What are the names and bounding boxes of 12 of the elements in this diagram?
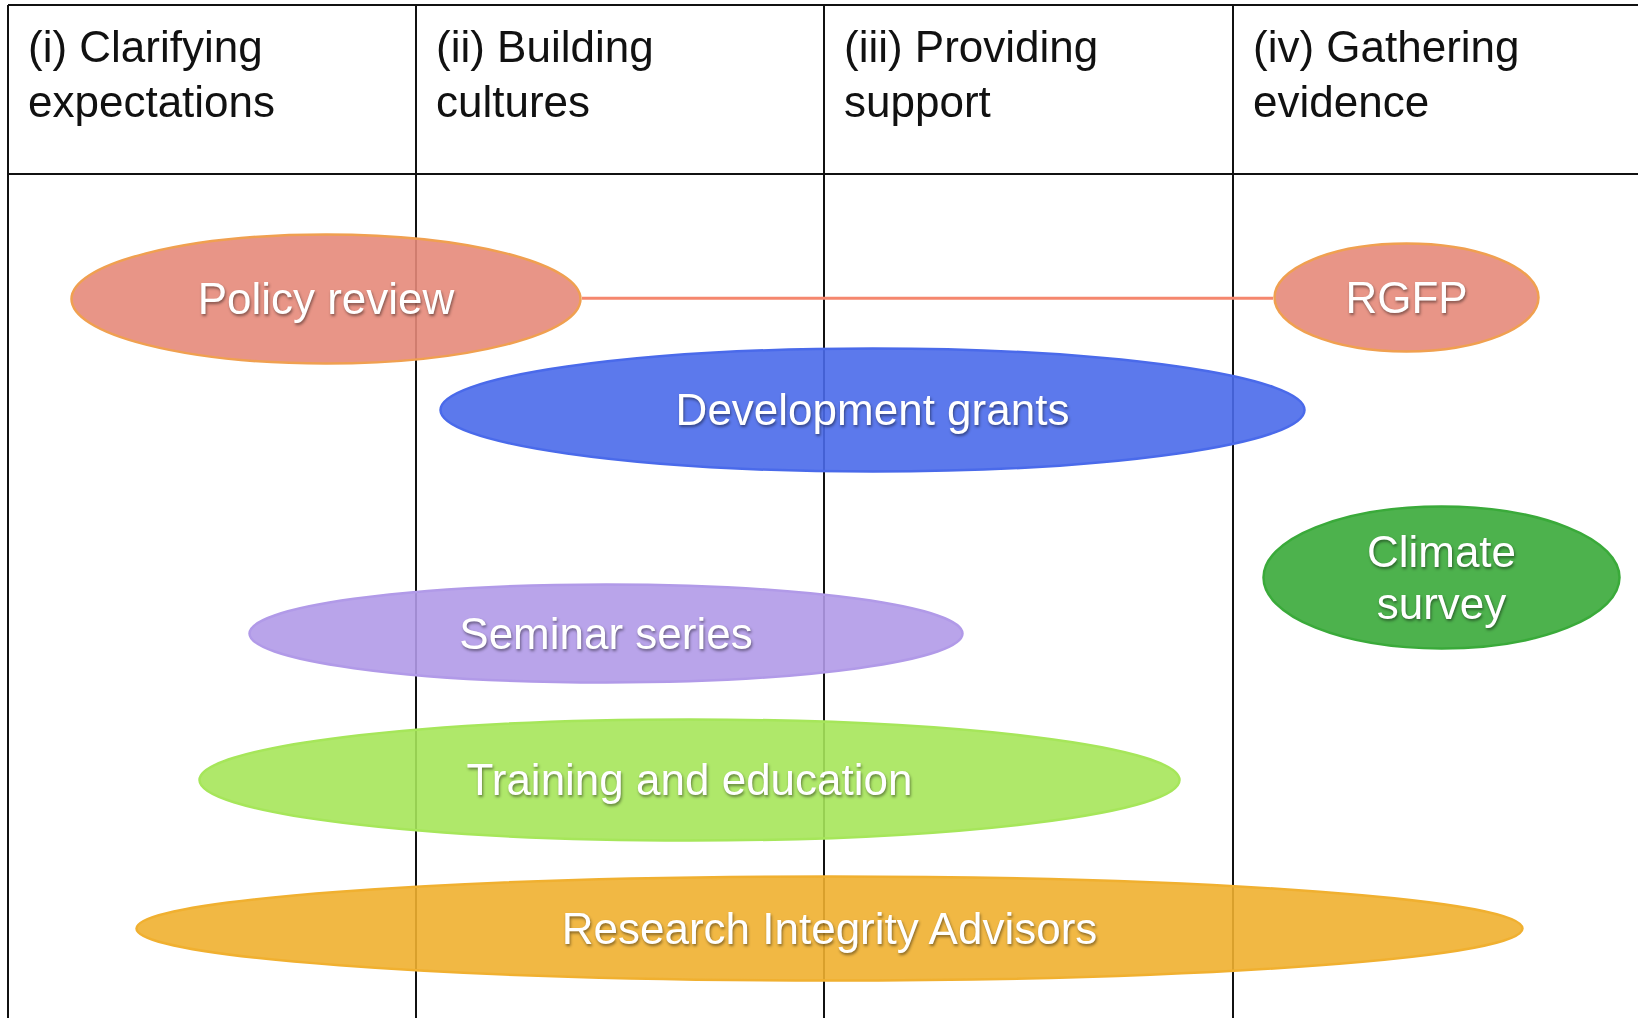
column-header: (iv) Gathering evidence <box>1233 5 1638 174</box>
node-label: Research Integrity Advisors <box>561 902 1098 955</box>
column-header: (i) Clarifying expectations <box>8 5 416 174</box>
column-header: (ii) Building cultures <box>416 5 824 174</box>
node-label: Policy review <box>197 273 455 325</box>
node-label: Seminar series <box>459 607 753 660</box>
node-label: Development grants <box>675 384 1070 436</box>
node-label: Training and education <box>466 754 913 806</box>
node-label: Climate survey <box>1365 525 1518 630</box>
column-header: (iii) Providing support <box>824 5 1233 174</box>
connector-line <box>582 296 1273 300</box>
node-label: RGFP <box>1345 271 1468 324</box>
